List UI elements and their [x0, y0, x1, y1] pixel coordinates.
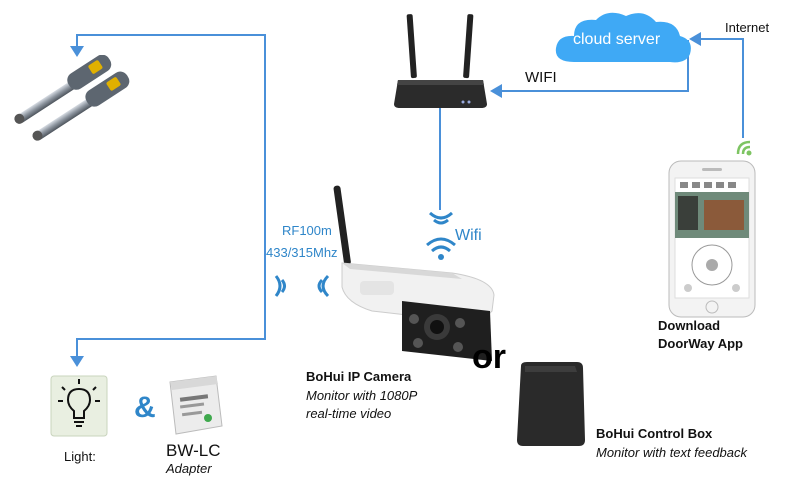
- rf-frequency-label: 433/315Mhz: [266, 245, 338, 260]
- light-bulb-icon: [50, 375, 108, 437]
- arrow-to-cloud: [689, 32, 701, 46]
- camera-name-label: BoHui IP Camera: [306, 369, 412, 384]
- wifi-mid-label: Wifi: [455, 227, 482, 244]
- adapter-desc-label: Adapter: [166, 461, 212, 476]
- line-wifi-horizontal: [500, 90, 689, 92]
- or-label: or: [472, 338, 506, 376]
- wifi-signal-icon: [426, 211, 456, 260]
- gate-opener-icon: [14, 55, 130, 141]
- rf-range-label: RF100m: [282, 223, 332, 238]
- internet-label: Internet: [725, 20, 770, 35]
- line-left-down-to-opener: [76, 34, 78, 50]
- rf-signal-icon: [274, 274, 330, 298]
- adapter-name-label: BW-LC: [166, 441, 221, 460]
- camera-desc-line1: Monitor with 1080P: [306, 388, 418, 403]
- app-name-label: DoorWay App: [658, 336, 743, 351]
- phone-wifi-signal-icon: [736, 140, 752, 156]
- light-label: Light:: [64, 449, 96, 464]
- smartphone-icon: [668, 160, 756, 318]
- line-phone-right-vertical: [687, 40, 689, 92]
- cloud-icon: [555, 12, 691, 63]
- line-left-vertical: [264, 34, 266, 340]
- arrow-to-opener: [70, 46, 84, 57]
- line-left-bottom: [76, 338, 266, 340]
- adapter-icon: [169, 375, 223, 435]
- line-down-to-light: [76, 338, 78, 360]
- control-box-desc-label: Monitor with text feedback: [596, 445, 748, 460]
- app-download-label: Download: [658, 318, 721, 333]
- ip-camera-icon: [333, 185, 495, 361]
- control-box-icon: [517, 362, 585, 446]
- line-router-to-camera: [439, 106, 441, 210]
- router-icon: [394, 14, 487, 108]
- line-left-top: [76, 34, 266, 36]
- camera-desc-line2: real-time video: [306, 406, 392, 421]
- arrow-to-router: [490, 84, 502, 98]
- wifi-top-label: WIFI: [525, 69, 557, 86]
- line-internet-horizontal: [700, 38, 742, 40]
- cloud-server-label: cloud server: [573, 31, 661, 48]
- control-box-name-label: BoHui Control Box: [596, 426, 713, 441]
- ampersand-label: &: [134, 391, 156, 424]
- line-internet-vertical: [742, 38, 744, 138]
- arrow-to-light: [70, 356, 84, 367]
